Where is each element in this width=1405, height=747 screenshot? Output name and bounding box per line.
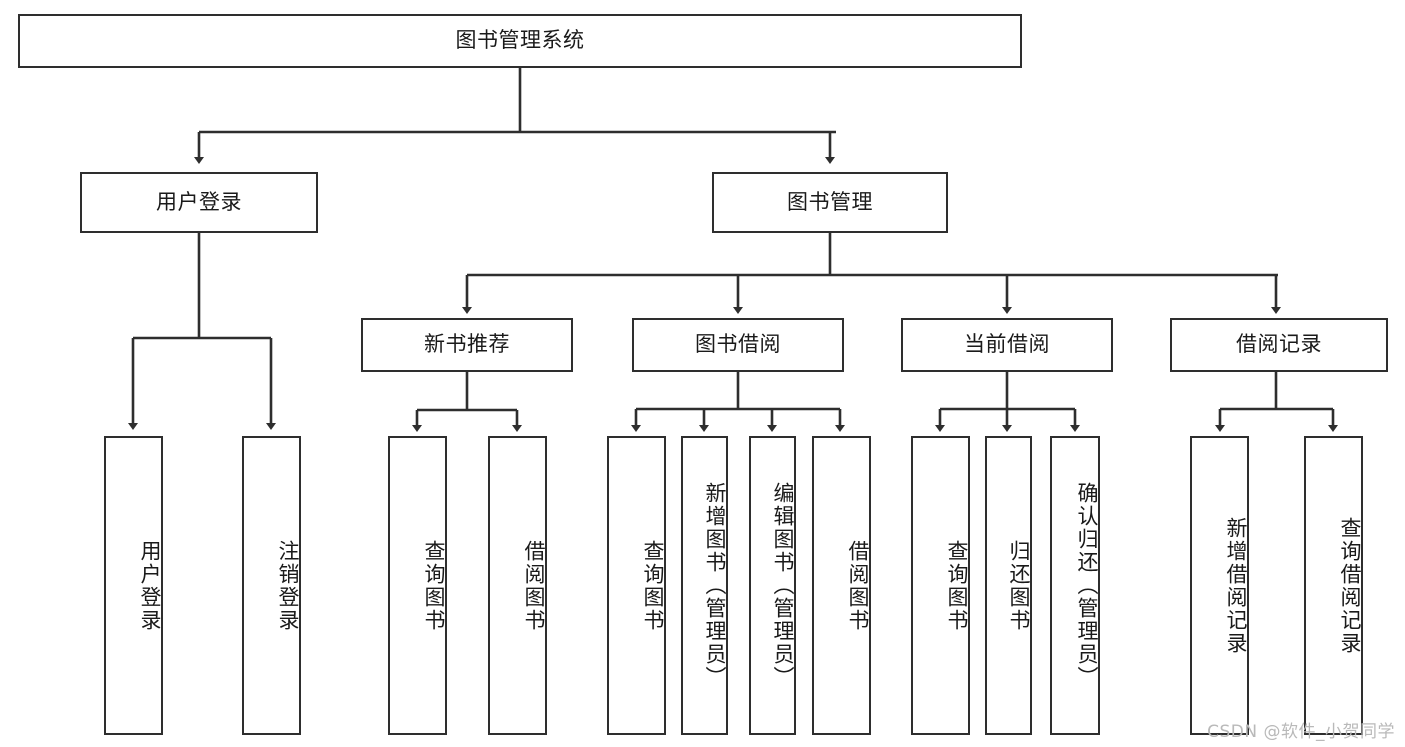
node-label: 新增借阅记录 bbox=[1224, 516, 1248, 655]
node-label: 图书借阅 bbox=[695, 332, 781, 357]
node-label: 查询图书 bbox=[422, 539, 446, 632]
node-label: 借阅图书 bbox=[522, 539, 546, 632]
leaf-edit-book-admin[interactable]: 编辑图书（管理员） bbox=[749, 436, 796, 735]
node-label: 新增图书（管理员） bbox=[703, 482, 727, 689]
node-label: 归还图书 bbox=[1007, 539, 1031, 632]
leaf-borrow-book-recommend[interactable]: 借阅图书 bbox=[488, 436, 547, 735]
node-current-borrow[interactable]: 当前借阅 bbox=[901, 318, 1113, 372]
node-new-book-recommend[interactable]: 新书推荐 bbox=[361, 318, 573, 372]
node-label: 注销登录 bbox=[276, 539, 300, 632]
node-label: 图书管理系统 bbox=[455, 28, 585, 53]
node-label: 查询图书 bbox=[641, 539, 665, 632]
leaf-user-logout[interactable]: 注销登录 bbox=[242, 436, 301, 735]
node-label: 查询图书 bbox=[945, 539, 969, 632]
csdn-watermark: CSDN @软件_小贺同学 bbox=[1207, 722, 1395, 742]
node-user-login[interactable]: 用户登录 bbox=[80, 172, 318, 233]
node-label: 借阅图书 bbox=[846, 539, 870, 632]
leaf-query-book-borrow[interactable]: 查询图书 bbox=[607, 436, 666, 735]
leaf-query-book-current[interactable]: 查询图书 bbox=[911, 436, 970, 735]
node-label: 用户登录 bbox=[138, 539, 162, 632]
node-label: 查询借阅记录 bbox=[1338, 516, 1362, 655]
leaf-query-borrow-record[interactable]: 查询借阅记录 bbox=[1304, 436, 1363, 735]
node-label: 图书管理 bbox=[787, 189, 873, 214]
leaf-confirm-return-admin[interactable]: 确认归还（管理员） bbox=[1050, 436, 1100, 735]
node-book-borrow[interactable]: 图书借阅 bbox=[632, 318, 844, 372]
node-label: 当前借阅 bbox=[964, 332, 1050, 357]
node-borrow-record[interactable]: 借阅记录 bbox=[1170, 318, 1388, 372]
node-root-book-management-system[interactable]: 图书管理系统 bbox=[18, 14, 1022, 68]
leaf-add-borrow-record[interactable]: 新增借阅记录 bbox=[1190, 436, 1249, 735]
node-book-manage[interactable]: 图书管理 bbox=[712, 172, 948, 233]
leaf-query-book-recommend[interactable]: 查询图书 bbox=[388, 436, 447, 735]
leaf-borrow-book-borrow[interactable]: 借阅图书 bbox=[812, 436, 871, 735]
node-label: 用户登录 bbox=[156, 189, 242, 214]
leaf-add-book-admin[interactable]: 新增图书（管理员） bbox=[681, 436, 728, 735]
node-label: 确认归还（管理员） bbox=[1075, 482, 1099, 689]
leaf-return-book[interactable]: 归还图书 bbox=[985, 436, 1032, 735]
leaf-user-login[interactable]: 用户登录 bbox=[104, 436, 163, 735]
node-label: 新书推荐 bbox=[424, 332, 510, 357]
node-label: 借阅记录 bbox=[1236, 332, 1322, 357]
node-label: 编辑图书（管理员） bbox=[771, 482, 795, 689]
